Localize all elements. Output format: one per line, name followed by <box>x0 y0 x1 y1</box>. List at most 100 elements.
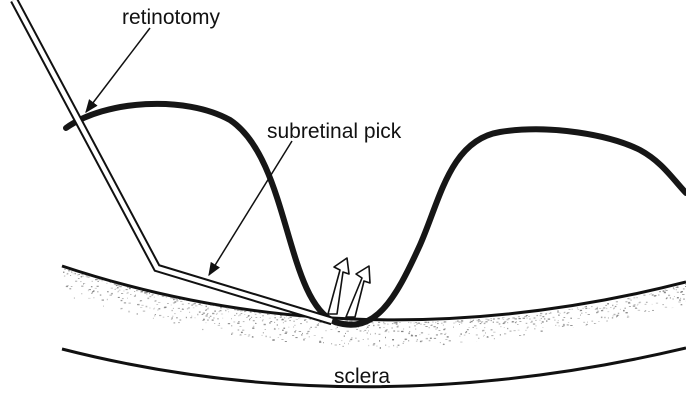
tissue-speckle <box>110 295 112 296</box>
tissue-speckle <box>677 286 678 287</box>
tissue-speckle <box>180 320 182 321</box>
tissue-speckle <box>585 306 587 307</box>
tissue-speckle <box>627 317 629 318</box>
tissue-speckle <box>240 326 242 327</box>
tissue-speckle <box>241 310 243 311</box>
tissue-speckle <box>93 297 94 298</box>
tissue-speckle <box>540 315 542 316</box>
tissue-speckle <box>270 337 271 338</box>
tissue-speckle <box>558 320 559 321</box>
tissue-speckle <box>277 324 278 325</box>
tissue-speckle <box>577 308 578 309</box>
tissue-speckle <box>73 274 74 275</box>
tissue-speckle <box>557 322 559 323</box>
tissue-speckle <box>128 312 130 313</box>
tissue-speckle <box>652 304 653 305</box>
tissue-speckle <box>659 291 661 292</box>
tissue-speckle <box>198 304 200 305</box>
tissue-speckle <box>392 327 393 328</box>
tissue-speckle <box>385 337 386 338</box>
tissue-speckle <box>399 322 401 323</box>
tissue-speckle <box>523 318 525 319</box>
tissue-speckle <box>605 317 606 318</box>
tissue-speckle <box>436 334 438 335</box>
tissue-speckle <box>614 314 616 315</box>
tissue-speckle <box>295 337 297 338</box>
tissue-speckle <box>264 324 266 325</box>
tissue-speckle <box>625 302 627 303</box>
tissue-speckle <box>629 306 631 307</box>
tissue-speckle <box>231 334 232 336</box>
tissue-speckle <box>515 318 517 319</box>
tissue-speckle <box>202 329 203 330</box>
tissue-speckle <box>268 314 270 315</box>
tissue-speckle <box>370 334 371 335</box>
tissue-speckle <box>668 295 670 296</box>
tissue-speckle <box>172 297 174 299</box>
tissue-speckle <box>140 301 142 302</box>
tissue-speckle <box>542 316 544 317</box>
tissue-speckle <box>442 347 444 348</box>
tissue-speckle <box>75 273 76 274</box>
tissue-speckle <box>507 323 508 324</box>
tissue-speckle <box>562 334 564 335</box>
tissue-speckle <box>484 335 485 336</box>
tissue-speckle <box>111 288 113 289</box>
tissue-speckle <box>194 303 196 304</box>
tissue-speckle <box>583 308 584 309</box>
tissue-speckle <box>439 330 441 331</box>
tissue-speckle <box>482 321 484 322</box>
tissue-speckle <box>237 310 239 311</box>
tissue-speckle <box>172 310 173 311</box>
tissue-speckle <box>498 318 500 319</box>
tissue-speckle <box>415 335 417 336</box>
tissue-speckle <box>344 335 345 336</box>
tissue-speckle <box>461 323 462 324</box>
tissue-speckle <box>444 321 446 322</box>
tissue-speckle <box>164 307 166 308</box>
tissue-speckle <box>197 314 198 316</box>
tissue-speckle <box>201 305 203 306</box>
tissue-speckle <box>262 335 263 336</box>
tissue-speckle <box>127 298 128 299</box>
tissue-speckle <box>91 286 92 287</box>
tissue-speckle <box>521 340 523 341</box>
tissue-speckle <box>121 300 123 301</box>
tissue-speckle <box>429 327 430 328</box>
tissue-speckle <box>232 333 234 334</box>
tissue-speckle <box>97 281 99 282</box>
tissue-speckle <box>681 291 683 292</box>
tissue-speckle <box>618 313 619 314</box>
tissue-speckle <box>111 293 113 295</box>
tissue-speckle <box>66 286 68 287</box>
tissue-speckle <box>188 308 190 309</box>
tissue-speckle <box>336 328 337 329</box>
tissue-speckle <box>553 337 554 338</box>
tissue-speckle <box>542 321 544 322</box>
tissue-speckle <box>167 303 169 304</box>
tissue-speckle <box>376 346 377 347</box>
tissue-speckle <box>176 298 178 299</box>
tissue-speckle <box>433 322 434 323</box>
tissue-speckle <box>117 291 118 292</box>
tissue-speckle <box>569 309 571 310</box>
tissue-speckle <box>546 337 548 338</box>
tissue-speckle <box>437 323 438 324</box>
tissue-speckle <box>409 326 410 327</box>
tissue-speckle <box>339 344 340 345</box>
tissue-speckle <box>453 323 455 324</box>
choroid-inner-curve <box>62 266 686 320</box>
tissue-speckle <box>71 286 73 287</box>
tissue-speckle <box>680 305 682 306</box>
tissue-speckle <box>616 316 617 317</box>
tissue-speckle <box>672 308 674 309</box>
tissue-speckle <box>537 315 538 316</box>
tissue-speckle <box>593 326 595 327</box>
tissue-speckle <box>484 341 485 342</box>
tissue-speckle <box>616 304 617 305</box>
tissue-speckle <box>178 308 180 309</box>
tissue-speckle <box>182 309 184 310</box>
tissue-speckle <box>393 330 395 332</box>
tissue-speckle <box>580 314 581 315</box>
